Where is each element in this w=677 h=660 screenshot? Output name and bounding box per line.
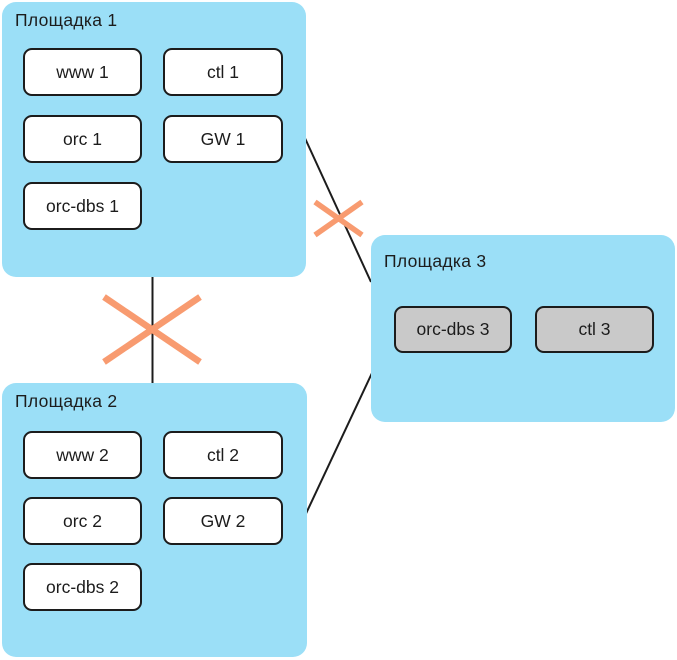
node-orc-2: orc 2: [23, 497, 142, 545]
broken-link-cross-site1-site2: [102, 294, 202, 365]
link-site1-site3: [303, 135, 372, 283]
site-2: Площадка 2 www 2 ctl 2 orc 2 GW 2 orc-db…: [2, 383, 307, 657]
node-ctl-2: ctl 2: [163, 431, 283, 479]
site-2-label: Площадка 2: [15, 391, 118, 411]
broken-link-cross-site1-site3: [313, 199, 364, 238]
site-1-label: Площадка 1: [15, 10, 118, 30]
node-orc-dbs-2: orc-dbs 2: [23, 563, 142, 611]
node-gw-2: GW 2: [163, 497, 283, 545]
node-orc-1: orc 1: [23, 115, 142, 163]
site-1: Площадка 1 www 1 ctl 1 orc 1 GW 1 orc-db…: [2, 2, 306, 277]
site-3: Площадка 3 orc-dbs 3 ctl 3: [371, 235, 675, 422]
node-orc-dbs-1: orc-dbs 1: [23, 182, 142, 230]
node-orc-dbs-3: orc-dbs 3: [394, 306, 512, 353]
node-gw-1: GW 1: [163, 115, 283, 163]
link-site2-site3: [302, 372, 373, 521]
node-www-2: www 2: [23, 431, 142, 479]
cross-stroke: [313, 199, 364, 238]
site-3-label: Площадка 3: [384, 251, 487, 271]
node-ctl-1: ctl 1: [163, 48, 283, 96]
cross-stroke: [102, 294, 202, 365]
node-www-1: www 1: [23, 48, 142, 96]
node-ctl-3: ctl 3: [535, 306, 654, 353]
